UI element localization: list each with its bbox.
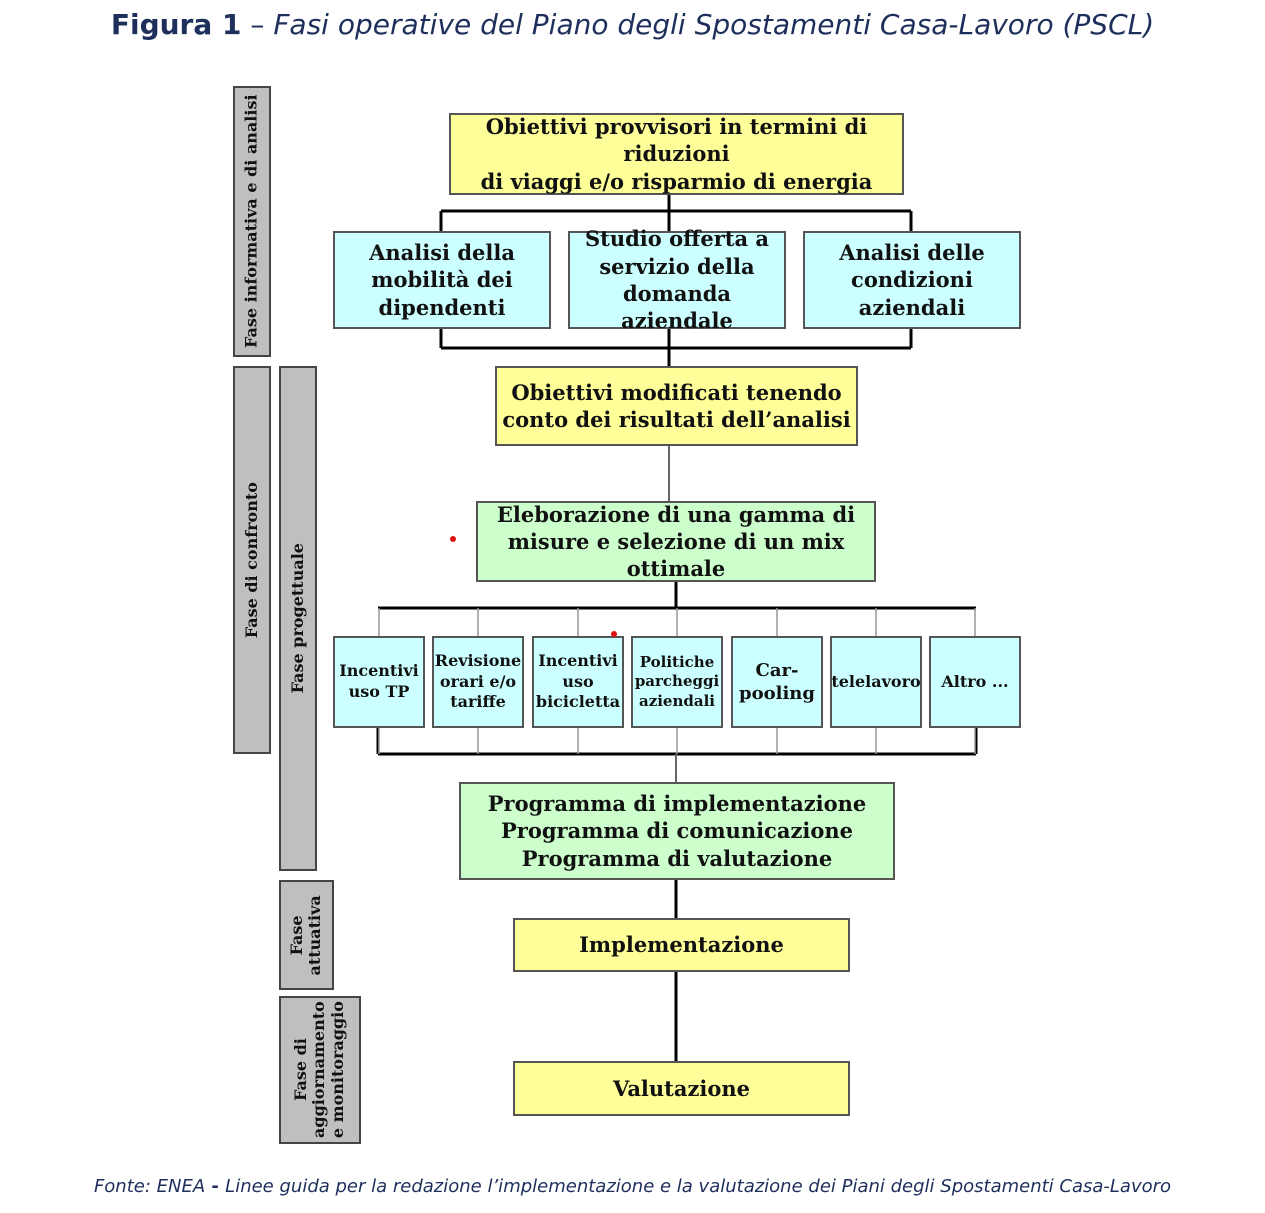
figure-label: Figura 1 (110, 8, 242, 41)
measure-box: Car- pooling (731, 636, 823, 728)
node-implementazione: Implementazione (513, 918, 850, 972)
source-text: Linee guida per la redazione l’implement… (225, 1176, 1172, 1197)
measure-box: Revisione orari e/o tariffe (432, 636, 524, 728)
node-programmi: Programma di implementazione Programma d… (459, 782, 895, 880)
measure-box: Altro ... (929, 636, 1021, 728)
phase-informativa-label: Fase informativa e di analisi (241, 94, 261, 349)
phase-confronto: Fase di confronto (233, 366, 271, 754)
node-studio-offerta: Studio offerta a servizio della domanda … (568, 226, 786, 333)
measure-box: telelavoro (830, 636, 922, 728)
node-elaborazione: Eleborazione di una gamma di misure e se… (476, 501, 876, 582)
phase-progettuale: Fase progettuale (279, 366, 317, 871)
phase-confronto-label: Fase di confronto (241, 481, 261, 639)
node-obiettivi-modificati: Obiettivi modificati tenendo conto dei r… (495, 366, 858, 446)
source-org: Fonte: ENEA (93, 1176, 206, 1197)
red-dot-mark (611, 631, 617, 637)
measure-box: Incentivi uso bicicletta (532, 636, 624, 728)
phase-aggiornamento: Fase di aggiornamento e monitoraggio (279, 996, 361, 1144)
phase-attuativa-label: Fase attuativa (287, 894, 325, 976)
figure-title: Figura 1 – Fasi operative del Piano degl… (0, 8, 1265, 41)
measure-box: Incentivi uso TP (333, 636, 425, 728)
node-analisi-mobilita: Analisi della mobilità dei dipendenti (333, 231, 551, 329)
source-dash: - (205, 1176, 226, 1197)
node-valutazione: Valutazione (513, 1061, 850, 1116)
phase-aggiornamento-label: Fase di aggiornamento e monitoraggio (291, 1001, 348, 1139)
node-analisi-condizioni: Analisi delle condizioni aziendali (803, 231, 1021, 329)
red-dot-mark (450, 536, 456, 542)
phase-progettuale-label: Fase progettuale (287, 543, 307, 694)
measure-box: Politiche parcheggi aziendali (631, 636, 723, 728)
figure-caption: Fasi operative del Piano degli Spostamen… (273, 8, 1155, 41)
node-obiettivi-provvisori: Obiettivi provvisori in termini di riduz… (449, 113, 904, 195)
figure-separator: – (241, 8, 274, 41)
phase-informativa: Fase informativa e di analisi (233, 86, 271, 357)
figure-source: Fonte: ENEA - Linee guida per la redazio… (0, 1176, 1265, 1197)
phase-attuativa: Fase attuativa (279, 880, 334, 990)
